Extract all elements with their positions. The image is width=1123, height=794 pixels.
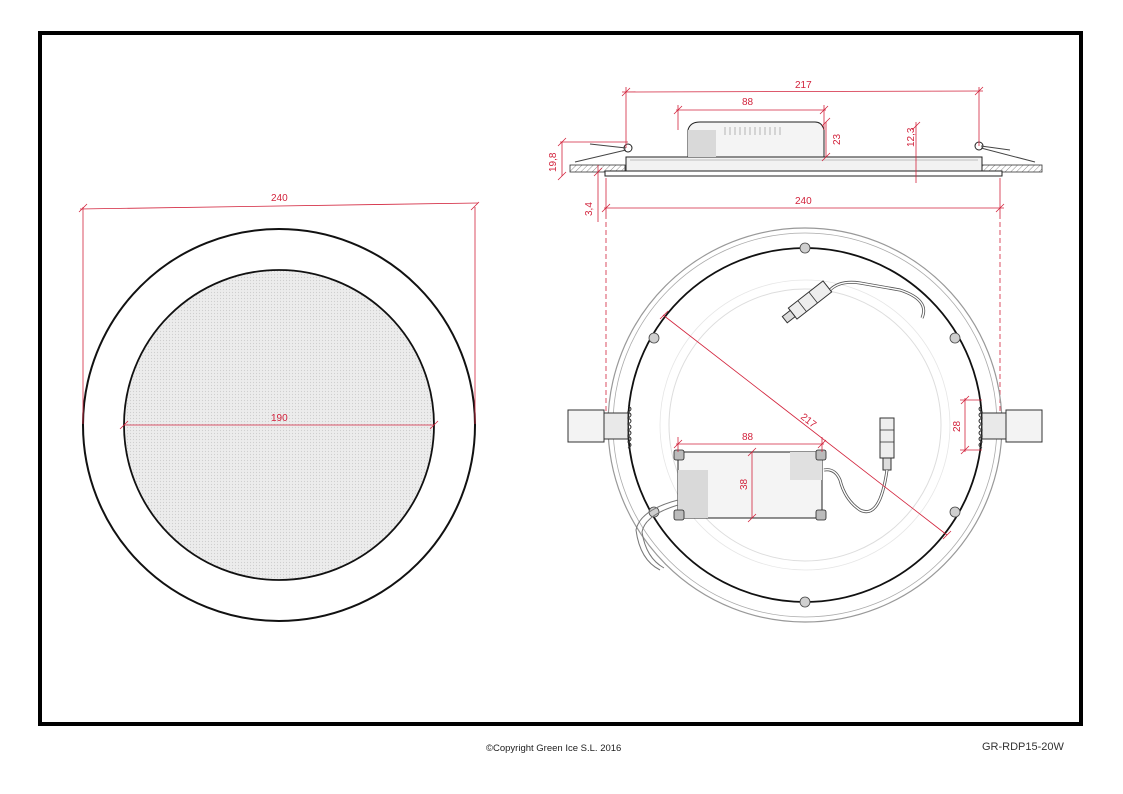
front-outer-ring	[82, 228, 476, 622]
back-cutout-diagonal-label: 217	[798, 412, 818, 431]
back-driver-width-label: 38	[739, 478, 750, 490]
back-view	[567, 227, 1043, 623]
back-clip-width-label: 28	[952, 420, 963, 432]
clip-left	[567, 405, 632, 449]
panel-body	[625, 156, 983, 172]
panel-rim	[604, 170, 1003, 177]
cable-connector-right	[879, 417, 895, 471]
side-rim-diameter-label: 240	[795, 196, 812, 207]
side-rim-thickness-label: 3,4	[584, 202, 595, 216]
back-driver	[673, 449, 827, 521]
front-diffuser-diameter-label: 190	[271, 413, 288, 424]
cable-connector-top	[781, 280, 833, 324]
side-dimensions: 217 88 23 12,3 19,8 3,4 240	[548, 80, 1005, 425]
side-driver	[687, 121, 825, 158]
copyright-text: ©Copyright Green Ice S.L. 2016	[486, 743, 622, 754]
side-body-height-label: 12,3	[906, 127, 917, 147]
front-dimensions: 240 190	[78, 193, 480, 430]
side-view	[569, 121, 1043, 177]
front-outer-diameter-label: 240	[271, 193, 288, 204]
side-driver-height-label: 23	[832, 133, 843, 145]
back-driver-length-label: 88	[742, 432, 754, 443]
side-top-width-label: 217	[795, 80, 812, 91]
back-inner-ring	[668, 288, 942, 562]
side-total-height-label: 19,8	[548, 152, 559, 172]
model-number: GR-RDP15-20W	[982, 741, 1064, 753]
clip-right	[978, 405, 1043, 449]
drawing-frame	[38, 31, 1083, 726]
side-driver-length-label: 88	[742, 97, 754, 108]
